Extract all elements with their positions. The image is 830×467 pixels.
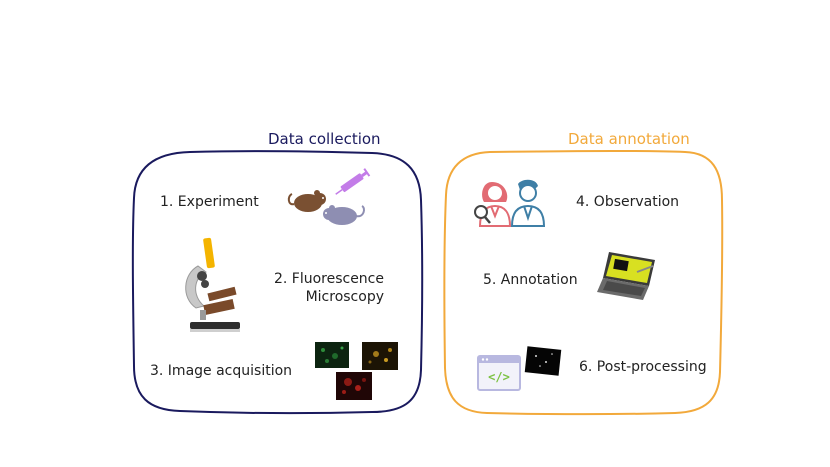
- data-collection-title: Data collection: [268, 130, 381, 148]
- code-window-icon: </>: [477, 346, 562, 391]
- lab-mice-syringe-icon: [287, 168, 371, 225]
- step-experiment-label: 1. Experiment: [160, 194, 259, 210]
- svg-text:</>: </>: [488, 370, 510, 384]
- laptop-icon: [597, 252, 655, 300]
- green-fluorescence-image: [315, 342, 349, 368]
- microscope-icon: [185, 237, 240, 332]
- step-annotation-label: 5. Annotation: [483, 272, 578, 288]
- step-microscopy-line2: Microscopy: [305, 289, 384, 305]
- data-annotation-box: [443, 149, 724, 416]
- step-image-acquisition-label: 3. Image acquisition: [150, 363, 293, 379]
- step-microscopy-line1: 2. Fluorescence: [273, 271, 384, 287]
- red-fluorescence-image: [336, 372, 372, 400]
- researchers-icon: [474, 179, 546, 227]
- step-observation-label: 4. Observation: [576, 194, 680, 210]
- data-annotation-title: Data annotation: [568, 130, 690, 148]
- step-post-processing-label: 6. Post-processing: [579, 359, 707, 375]
- data-collection-box: [131, 150, 424, 415]
- step-microscopy-label: 2. Fluorescence Microscopy: [272, 270, 384, 306]
- yellow-fluorescence-image: [362, 342, 398, 370]
